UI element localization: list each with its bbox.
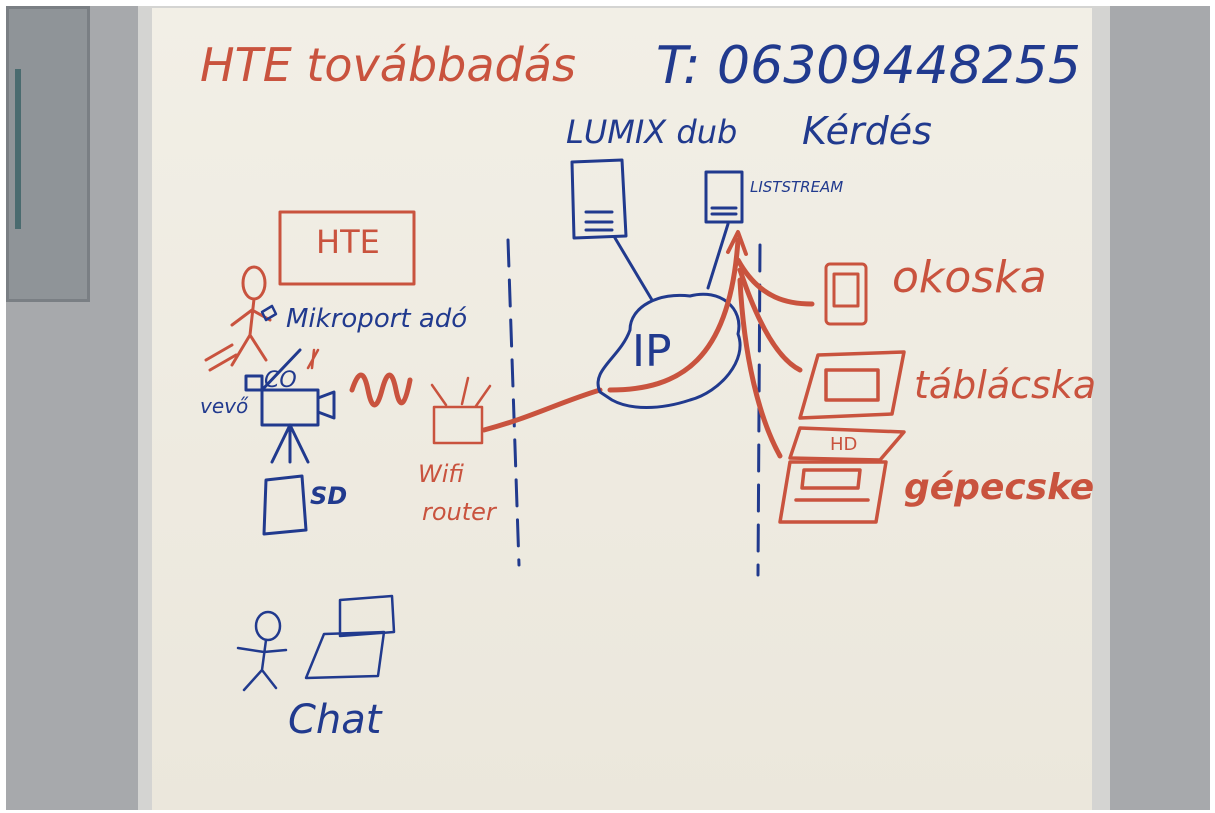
network-cable xyxy=(481,387,603,433)
left-dashed-line xyxy=(506,238,521,567)
red-wave-icon xyxy=(349,372,413,408)
hte-screen-box xyxy=(278,210,416,286)
sd-card-icon xyxy=(262,474,308,536)
lumix-server-icon xyxy=(570,158,654,302)
smartphone-icon xyxy=(824,262,868,326)
picture xyxy=(15,69,21,229)
laptop-label: gépecske xyxy=(904,467,1095,508)
wifi-label: Wifi xyxy=(418,460,464,488)
ip-label: IP xyxy=(632,326,672,377)
question-label: Kérdés xyxy=(802,109,932,153)
wall-picture-frame xyxy=(6,6,90,302)
chat-user-icon xyxy=(236,610,288,692)
microphone-label: Mikroport adó xyxy=(286,304,468,334)
video-label: vevő xyxy=(200,394,249,418)
smartphone-label: okoska xyxy=(892,252,1047,303)
flipchart-paper xyxy=(152,8,1092,810)
video-camera-icon xyxy=(244,348,336,464)
signal-icon xyxy=(306,348,320,370)
stream-arrows xyxy=(607,237,815,459)
tablet-icon xyxy=(798,350,906,420)
liststream-server-icon xyxy=(704,170,744,290)
phone-number: T: 06309448255 xyxy=(656,36,1081,96)
microphone-icon xyxy=(260,304,278,322)
arrow-head-up xyxy=(726,230,748,256)
lumix-label: LUMIX dub xyxy=(566,113,738,151)
internet-cloud-icon xyxy=(596,292,742,409)
router-label: router xyxy=(422,498,496,526)
tablet-label: táblácska xyxy=(914,363,1097,407)
hte-box-label: HTE xyxy=(316,223,380,261)
liststream-label: LISTSTREAM xyxy=(750,178,844,196)
hd-label: HD xyxy=(830,434,858,455)
camera-label: CO xyxy=(264,368,297,393)
wifi-router-icon xyxy=(430,376,492,445)
presenter-figure-icon xyxy=(204,265,272,372)
chat-window-icon xyxy=(304,594,396,680)
chat-label: Chat xyxy=(288,697,382,743)
sd-label: SD xyxy=(310,482,348,510)
board-title: HTE továbbadás xyxy=(200,38,576,92)
laptop-icon xyxy=(778,426,906,524)
